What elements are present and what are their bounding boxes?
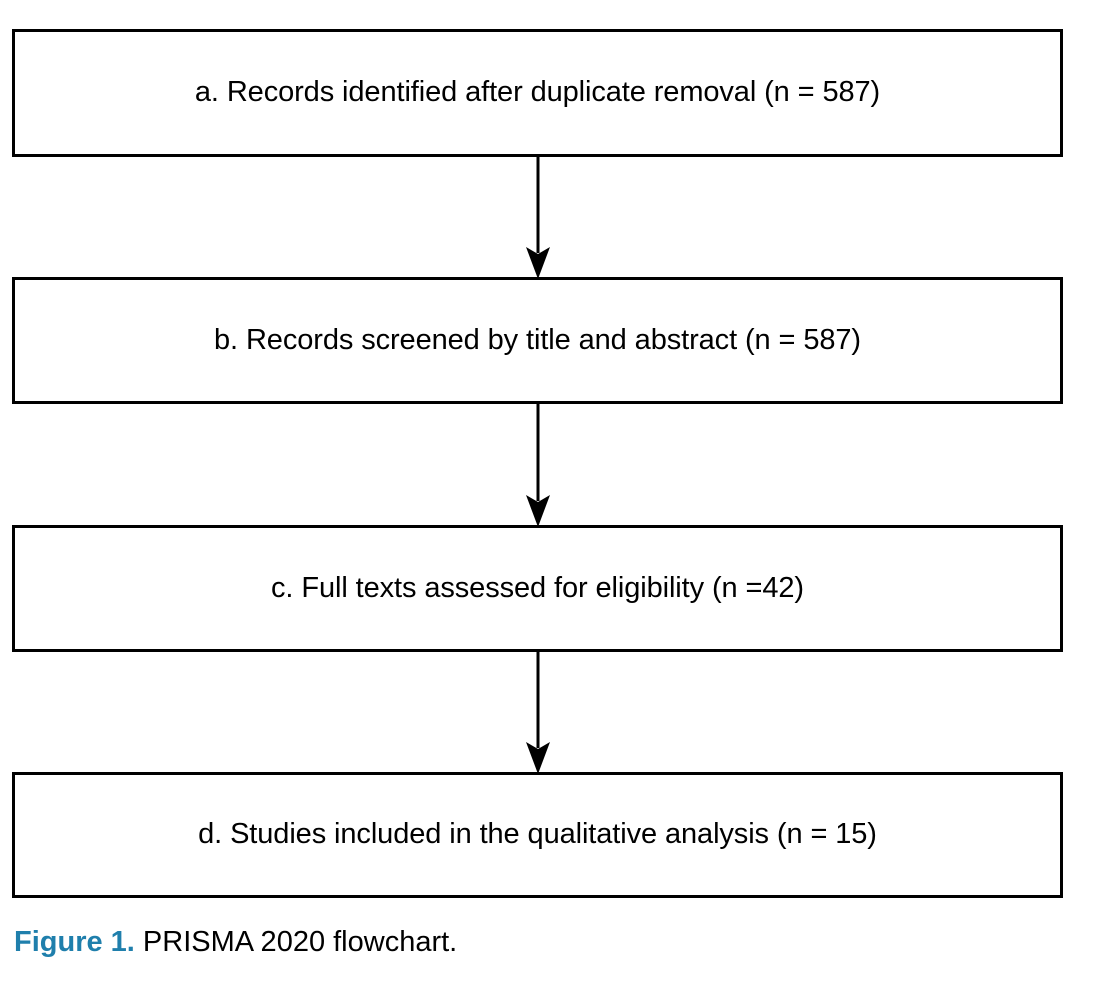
figure-caption-text: PRISMA 2020 flowchart. — [134, 926, 458, 958]
flowchart-arrow-a-to-b — [518, 155, 558, 279]
flowchart-node-a-label: a. Records identified after duplicate re… — [194, 76, 881, 109]
flowchart-arrow-b-to-c — [518, 402, 558, 527]
flowchart-node-b-label: b. Records screened by title and abstrac… — [214, 323, 861, 356]
flowchart-node-b: b. Records screened by title and abstrac… — [12, 277, 1063, 404]
flowchart-node-d-label: d. Studies included in the qualitative a… — [198, 818, 877, 851]
flowchart-arrow-c-to-d — [518, 650, 558, 774]
flowchart-node-d: d. Studies included in the qualitative a… — [12, 772, 1063, 898]
figure-caption-label: Figure 1. — [14, 926, 135, 958]
figure-caption: Figure 1. PRISMA 2020 flowchart. — [14, 925, 1084, 960]
flowchart-node-c: c. Full texts assessed for eligibility (… — [12, 525, 1063, 652]
flowchart-node-a: a. Records identified after duplicate re… — [12, 29, 1063, 157]
flowchart-node-c-label: c. Full texts assessed for eligibility (… — [271, 571, 804, 604]
